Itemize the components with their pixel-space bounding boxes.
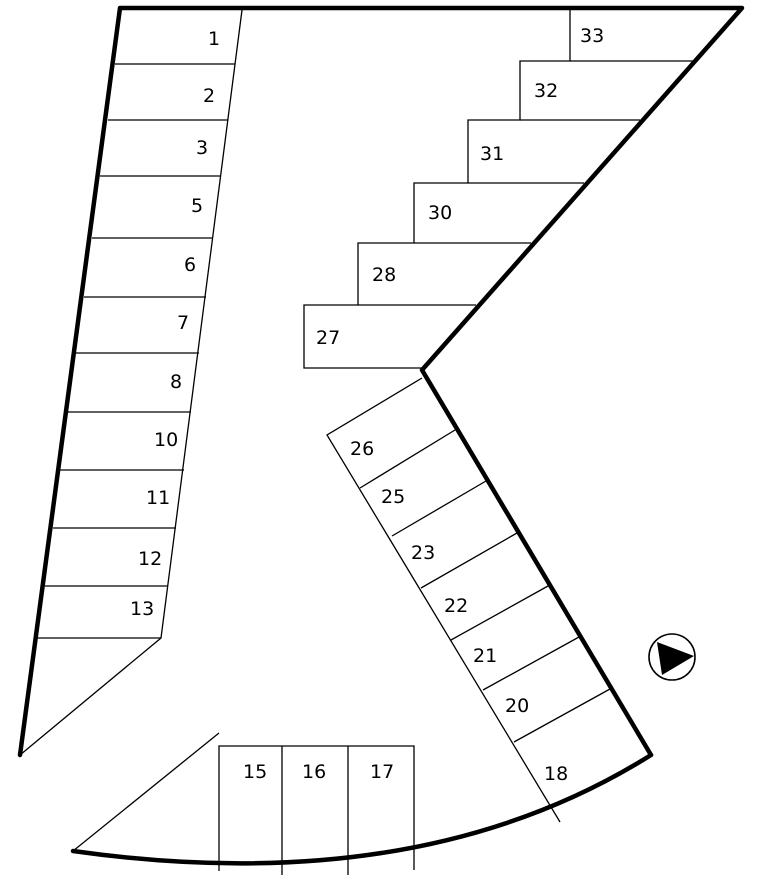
space-label-12: 12 [138,548,162,570]
divider [450,585,549,641]
space-label-32: 32 [534,80,558,102]
bottom-row-outline [218,745,415,871]
space-label-3: 3 [196,137,208,159]
space-label-6: 6 [184,254,196,276]
lot-boundary [17,5,745,866]
space-label-13: 13 [130,598,154,620]
space-label-31: 31 [480,143,504,165]
divider [482,636,580,691]
right-row-inner-edge [326,377,561,823]
space-label-10: 10 [154,429,178,451]
divider [513,688,611,743]
space-label-17: 17 [370,761,394,783]
staircase-edge [303,10,571,369]
space-label-30: 30 [428,202,452,224]
space-label-20: 20 [505,695,529,717]
space-label-16: 16 [302,761,326,783]
space-label-1: 1 [208,28,220,50]
space-label-21: 21 [473,645,497,667]
space-label-33: 33 [580,25,604,47]
space-label-28: 28 [372,264,396,286]
space-label-27: 27 [316,327,340,349]
space-label-15: 15 [243,761,267,783]
left-row-inner-edge [19,9,243,756]
boundary-bottom-curve [70,752,654,866]
space-label-18: 18 [544,763,568,785]
space-label-7: 7 [177,312,189,334]
space-label-25: 25 [381,486,405,508]
space-label-26: 26 [350,438,374,460]
space-label-2: 2 [203,85,215,107]
right-space-row [326,377,611,823]
space-label-11: 11 [146,487,170,509]
space-label-5: 5 [191,195,203,217]
divider [391,480,487,537]
space-label-23: 23 [411,542,435,564]
entrance-edge [72,732,220,852]
divider [420,532,518,589]
space-label-22: 22 [444,595,468,617]
left-space-row [19,9,243,756]
space-label-8: 8 [170,371,182,393]
boundary-left-top-right [17,5,745,758]
bottom-space-row [72,732,415,875]
divider [359,429,456,489]
space-labels: 1 2 3 5 6 7 8 10 11 12 13 15 16 17 18 20… [130,25,604,785]
north-arrow-icon [648,633,696,681]
top-right-space-row [303,10,693,369]
